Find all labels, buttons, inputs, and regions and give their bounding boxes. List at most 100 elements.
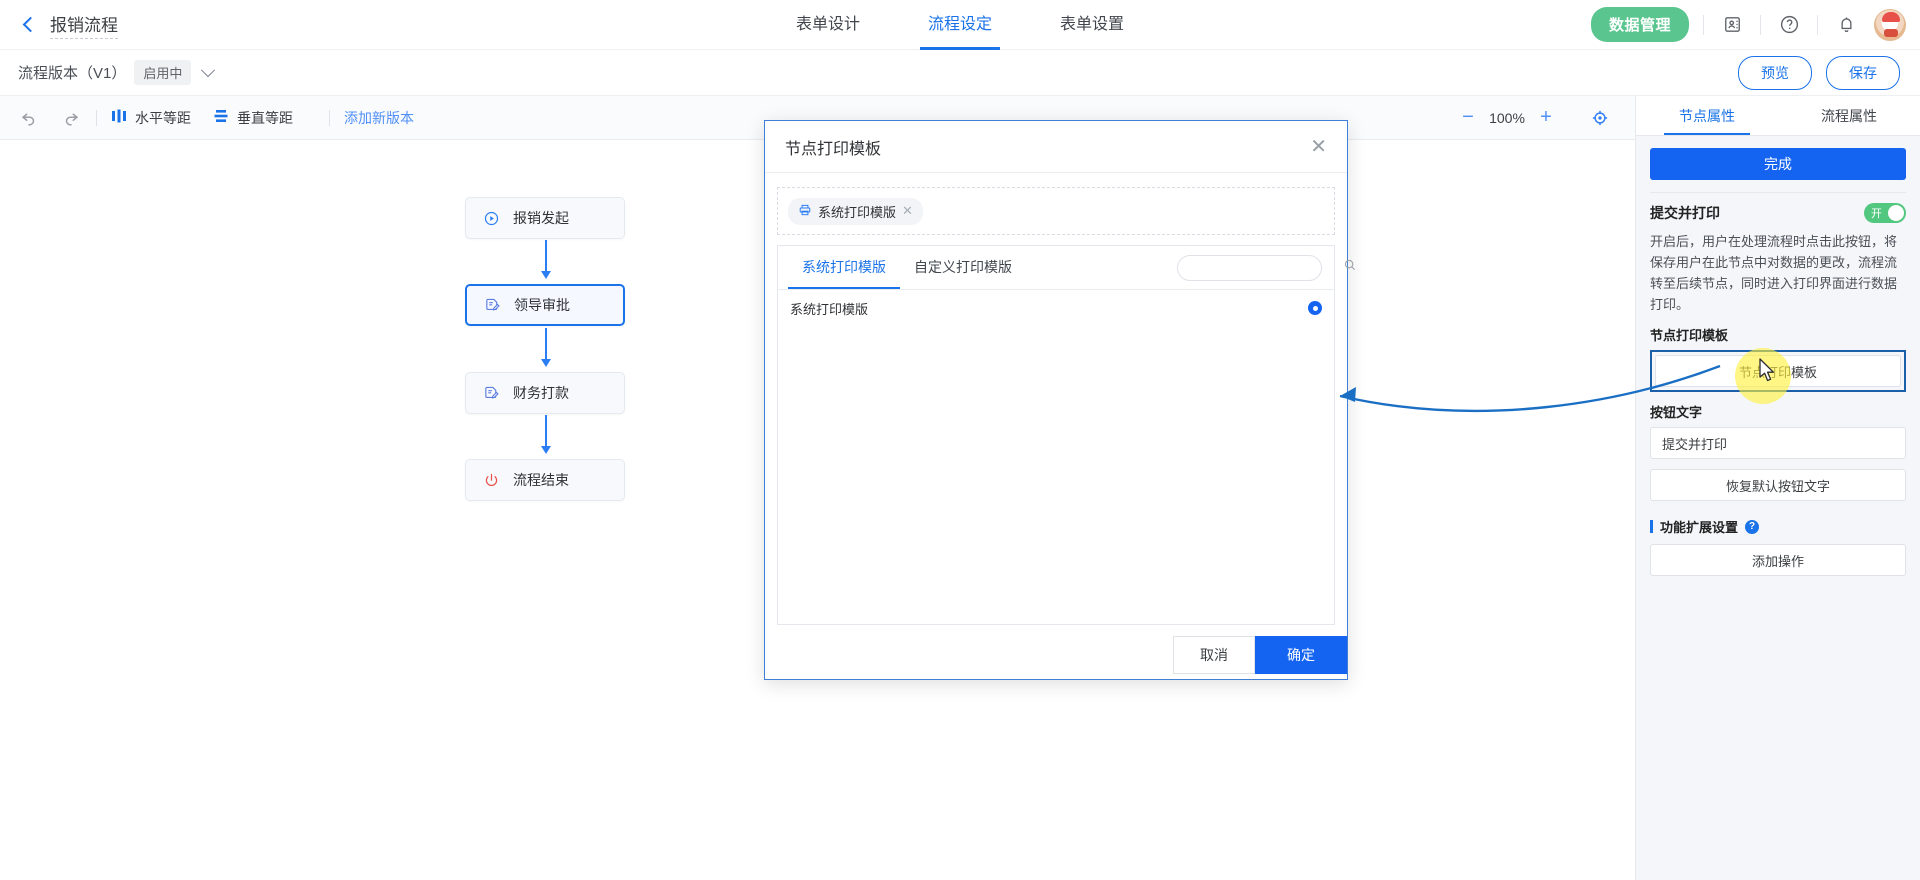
- divider: [1817, 14, 1818, 35]
- node-print-template-dialog: 节点打印模板 ✕ 系统打印模版 ✕ 系统打印模版: [764, 120, 1356, 680]
- align-vertical-label: 垂直等距: [237, 109, 293, 126]
- dialog-footer: 取消 确定: [765, 631, 1347, 679]
- toggle-knob: [1888, 205, 1904, 221]
- status-badge: 启用中: [134, 60, 192, 85]
- power-off-icon: [482, 471, 500, 489]
- tab-custom-template[interactable]: 自定义打印模版: [914, 259, 1012, 275]
- divider: [1760, 14, 1761, 35]
- picker-tabs: 系统打印模版 自定义打印模版: [778, 246, 1356, 290]
- submit-print-description: 开启后，用户在处理流程时点击此按钮，将保存用户在此节点中对数据的更改，流程流转至…: [1650, 234, 1898, 312]
- approval-doc-icon: [483, 296, 501, 314]
- template-chip[interactable]: 系统打印模版 ✕: [788, 197, 923, 225]
- search-icon: [1343, 258, 1357, 277]
- tab-system-template[interactable]: 系统打印模版: [788, 246, 900, 289]
- save-button[interactable]: 保存: [1826, 55, 1900, 90]
- dialog-body: 系统打印模版 ✕ 系统打印模版 自定义打印模版: [765, 173, 1356, 639]
- contact-card-icon[interactable]: [1718, 11, 1746, 39]
- flow-edge-arrow: [541, 271, 551, 279]
- tab-node-properties[interactable]: 节点属性: [1636, 96, 1778, 135]
- extension-section-label: 功能扩展设置: [1660, 520, 1739, 535]
- button-text-label: 按钮文字: [1650, 405, 1703, 420]
- flow-node-leader-approval[interactable]: 领导审批: [465, 284, 625, 326]
- zoom-level: 100%: [1489, 109, 1525, 126]
- add-action-button[interactable]: 添加操作: [1650, 544, 1906, 576]
- tab-process-properties[interactable]: 流程属性: [1821, 108, 1877, 124]
- add-new-version-link[interactable]: 添加新版本: [344, 109, 414, 126]
- flow-node-finance-payment[interactable]: 财务打款: [465, 372, 625, 414]
- node-print-template-label: 节点打印模板: [1650, 328, 1729, 343]
- back-area[interactable]: 报销流程: [18, 11, 118, 39]
- dialog-header: 节点打印模板 ✕: [765, 121, 1347, 173]
- tab-form-setting[interactable]: 表单设置: [1060, 15, 1125, 33]
- app-header: 报销流程 表单设计 流程设定 表单设置 数据管理: [0, 0, 1920, 50]
- properties-panel: 节点属性 流程属性 完成 提交并打印 开 开启后，用户在处理流程时点击此按钮，将…: [1635, 96, 1920, 880]
- align-vertical-icon: [213, 108, 229, 127]
- page-title[interactable]: 报销流程: [50, 11, 118, 39]
- submit-print-row: 提交并打印 开: [1650, 203, 1906, 223]
- version-label: 流程版本（V1）: [18, 65, 127, 82]
- tab-process-setting[interactable]: 流程设定: [894, 0, 1026, 50]
- flow-node-start[interactable]: 报销发起: [465, 197, 625, 239]
- node-print-template-highlight: 节点打印模板: [1650, 350, 1906, 392]
- chevron-left-icon[interactable]: [18, 15, 38, 35]
- search-input[interactable]: [1177, 254, 1356, 281]
- align-vertical-button[interactable]: 垂直等距: [213, 108, 293, 128]
- undo-icon[interactable]: [18, 107, 40, 129]
- align-horizontal-icon: [111, 108, 127, 127]
- target-icon[interactable]: [1585, 103, 1615, 133]
- version-bar: 流程版本（V1） 启用中 预览 保存: [0, 50, 1920, 96]
- confirm-button[interactable]: 确定: [1255, 636, 1347, 674]
- avatar[interactable]: [1874, 8, 1906, 41]
- search-field[interactable]: [1188, 260, 1343, 275]
- cancel-button[interactable]: 取消: [1173, 636, 1255, 674]
- align-horizontal-label: 水平等距: [135, 109, 191, 126]
- properties-tabs: 节点属性 流程属性: [1636, 96, 1920, 136]
- properties-body: 完成 提交并打印 开 开启后，用户在处理流程时点击此按钮，将保存用户在此节点中对…: [1636, 136, 1920, 588]
- divider: [329, 109, 330, 126]
- flow-node-label: 财务打款: [513, 385, 569, 401]
- flow-node-end[interactable]: 流程结束: [465, 459, 625, 501]
- preview-button[interactable]: 预览: [1738, 55, 1812, 90]
- close-icon[interactable]: ✕: [902, 203, 913, 218]
- selected-templates-area[interactable]: 系统打印模版 ✕: [777, 187, 1335, 235]
- flow-edge-arrow: [541, 359, 551, 367]
- flow-node-label: 领导审批: [514, 297, 570, 313]
- header-actions: 数据管理: [1590, 7, 1906, 42]
- data-manage-button[interactable]: 数据管理: [1590, 7, 1689, 42]
- flow-node-label: 流程结束: [513, 472, 569, 488]
- version-actions: 预览 保存: [1738, 55, 1900, 90]
- help-circle-icon[interactable]: [1775, 11, 1803, 39]
- button-text-input[interactable]: 提交并打印: [1650, 427, 1906, 459]
- printer-icon: [798, 203, 812, 220]
- extension-section-header: 功能扩展设置 ?: [1650, 517, 1906, 536]
- section-accent-bar: [1650, 520, 1653, 533]
- template-list-item[interactable]: 系统打印模版: [778, 290, 1334, 326]
- finish-button[interactable]: 完成: [1650, 148, 1906, 180]
- zoom-in-button[interactable]: +: [1540, 106, 1552, 128]
- zoom-out-button[interactable]: −: [1462, 106, 1474, 128]
- node-print-template-button[interactable]: 节点打印模板: [1655, 355, 1901, 387]
- flow-edge: [545, 328, 547, 361]
- flow-edge-arrow: [541, 446, 551, 454]
- redo-icon[interactable]: [60, 107, 82, 129]
- radio-selected-icon[interactable]: [1308, 301, 1322, 315]
- submit-print-toggle[interactable]: 开: [1864, 203, 1906, 223]
- divider: [1703, 14, 1704, 35]
- template-chip-label: 系统打印模版: [818, 204, 897, 220]
- main-nav-tabs: 表单设计 流程设定 表单设置: [762, 0, 1158, 50]
- chevron-down-icon[interactable]: [201, 62, 216, 77]
- toggle-label: 开: [1871, 208, 1882, 220]
- submit-print-title: 提交并打印: [1650, 205, 1720, 221]
- close-icon[interactable]: ✕: [1310, 135, 1327, 158]
- tab-form-design[interactable]: 表单设计: [795, 15, 860, 33]
- help-circle-icon[interactable]: ?: [1745, 519, 1760, 534]
- flow-edge: [545, 240, 547, 273]
- bell-icon[interactable]: [1832, 11, 1860, 39]
- restore-default-button[interactable]: 恢复默认按钮文字: [1650, 469, 1906, 501]
- template-picker: 系统打印模版 自定义打印模版 系统打印模版: [777, 245, 1356, 625]
- align-horizontal-button[interactable]: 水平等距: [111, 108, 191, 128]
- dialog-title: 节点打印模板: [785, 140, 882, 158]
- flow-node-label: 报销发起: [513, 210, 569, 226]
- play-circle-icon: [482, 209, 500, 227]
